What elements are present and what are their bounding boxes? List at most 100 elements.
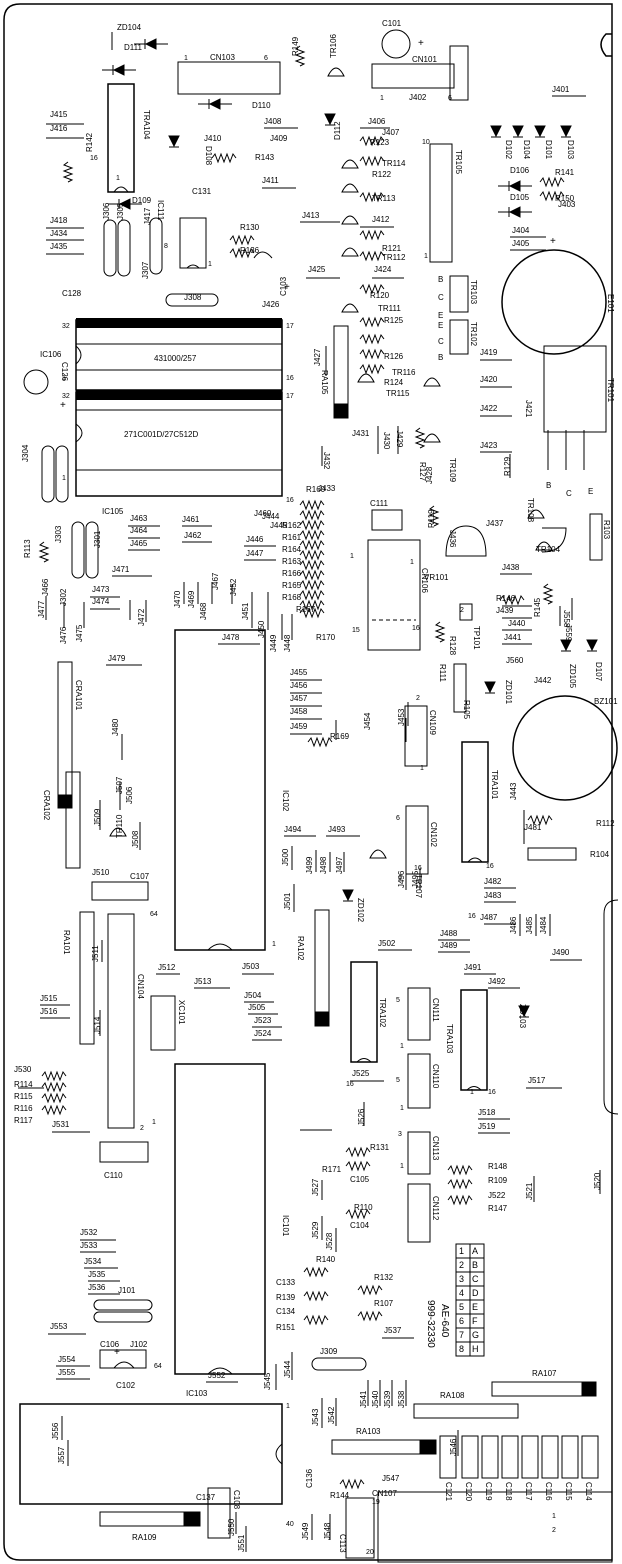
pin-number: 64 <box>150 911 158 918</box>
component-label: R132 <box>374 1273 394 1282</box>
component-label: D109 <box>132 196 152 205</box>
component-label: J436 <box>448 530 457 548</box>
component-label: R113 <box>23 539 32 558</box>
component-label: J548 <box>323 1522 332 1540</box>
component-label: R129 <box>503 456 512 476</box>
pin-letter: B <box>438 353 443 362</box>
cn110-body <box>407 1053 431 1109</box>
resistor-symbol <box>447 1194 473 1206</box>
resistor-label: R117 <box>14 1116 33 1125</box>
resistor-symbol <box>499 594 525 606</box>
component-label: J452 <box>229 578 238 596</box>
component-label: R131 <box>370 1143 390 1152</box>
component-label: J425 <box>308 265 326 274</box>
component-label: J464 <box>130 526 148 535</box>
component-label: C137 <box>196 1493 216 1502</box>
resistor-symbol <box>41 1070 67 1082</box>
diode-symbol <box>560 639 572 652</box>
component-label: TR109 <box>448 458 457 483</box>
ra107-body <box>491 1381 597 1397</box>
component-label: J560 <box>506 656 524 665</box>
vr101-label: VR101 <box>424 573 449 582</box>
component-label: D105 <box>510 193 530 202</box>
pin-number: 1 <box>470 1089 474 1096</box>
component-label: J536 <box>88 1283 106 1292</box>
component-label: R120 <box>370 291 390 300</box>
component-label: J530 <box>14 1065 32 1074</box>
ic101-body <box>174 1063 266 1375</box>
component-label: J418 <box>50 216 68 225</box>
component-label: R146 <box>496 594 516 603</box>
component-label: J417 <box>143 207 152 225</box>
component-label: J549 <box>301 1522 310 1540</box>
tra101-label: TRA101 <box>490 770 499 800</box>
transistor-symbol <box>109 827 127 837</box>
polarity-mark: + <box>550 236 556 247</box>
pin-letter: B <box>546 481 551 490</box>
c111-label: C111 <box>370 499 388 508</box>
component-label: J537 <box>384 1326 402 1335</box>
ra101-label: RA101 <box>62 930 71 955</box>
resistor-symbol <box>539 176 565 188</box>
component-label: R140 <box>316 1255 336 1264</box>
component-label: J463 <box>130 514 148 523</box>
table-number: 1 <box>459 1246 464 1256</box>
c110-body <box>99 1141 149 1163</box>
component-label: C103 <box>279 276 288 296</box>
resistor-symbol <box>539 190 565 202</box>
capacitor-label: C119 <box>484 1482 493 1501</box>
resistor-label: R167 <box>296 605 316 614</box>
component-label: TR115 <box>386 389 410 398</box>
cra102-label: CRA102 <box>42 790 51 821</box>
component-label: J424 <box>374 265 392 274</box>
component-label: TR110 <box>115 814 124 838</box>
component-label: J454 <box>363 712 372 730</box>
resistor-symbol <box>299 579 325 591</box>
resistor-symbol <box>299 607 325 619</box>
component-label: J501 <box>283 892 292 910</box>
component-label: R130 <box>240 223 260 232</box>
component-label: J551 <box>237 1534 246 1552</box>
transistor-symbol <box>341 159 359 169</box>
ra103-label: RA103 <box>356 1427 381 1436</box>
resistor-label: R114 <box>14 1080 33 1089</box>
cn111-body <box>407 987 431 1041</box>
component-label: J465 <box>130 539 148 548</box>
component-label: J430 <box>382 432 391 450</box>
component-label: R119 <box>427 509 436 528</box>
component-label: J504 <box>244 991 262 1000</box>
cn113-label: CN113 <box>431 1136 440 1161</box>
component-label: TR106 <box>329 33 338 58</box>
diode-symbol <box>518 1005 530 1018</box>
component-label: J544 <box>283 1360 292 1378</box>
diode-symbol <box>490 125 502 138</box>
component-label: TR116 <box>392 368 416 377</box>
transistor-symbol <box>341 183 359 193</box>
component-label: J538 <box>397 1390 406 1408</box>
component-label: J439 <box>496 606 514 615</box>
ra108-body <box>413 1403 519 1419</box>
resistor-symbol <box>428 505 440 527</box>
tra101-body <box>461 741 489 863</box>
tp101-label: TP101 <box>472 626 481 650</box>
resistor-symbol <box>359 348 385 360</box>
transistor-symbol <box>341 303 359 313</box>
component-label: C105 <box>350 1175 370 1184</box>
cra102-body <box>65 771 81 869</box>
tra102-label: TRA102 <box>378 998 387 1028</box>
resistor-symbol <box>62 161 74 183</box>
table-number: 7 <box>459 1330 464 1340</box>
component-label: J459 <box>290 722 308 731</box>
cn104-body <box>107 913 135 1129</box>
resistor-symbol <box>359 363 385 375</box>
ra109-label: RA109 <box>132 1533 157 1542</box>
component-label: J507 <box>115 776 124 794</box>
pin-number: 1 <box>398 875 402 882</box>
resistor-label: R162 <box>282 521 302 530</box>
resistor-symbol <box>357 1310 383 1322</box>
tr103-body <box>449 275 469 313</box>
tr105-body <box>429 143 453 263</box>
resistor-symbol <box>359 316 385 328</box>
component-label: J433 <box>318 484 336 493</box>
component-label: J408 <box>264 117 282 126</box>
